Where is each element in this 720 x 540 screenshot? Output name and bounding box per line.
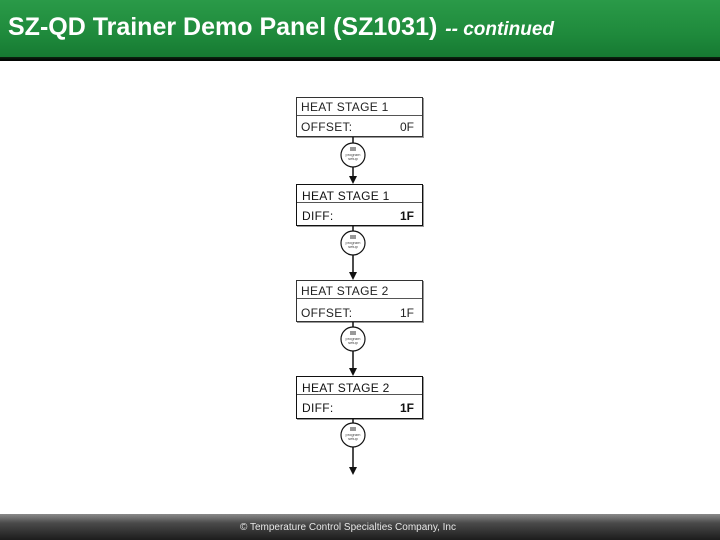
footer-bar [0,514,720,540]
page-title: SZ-QD Trainer Demo Panel (SZ1031) -- cont… [8,12,554,45]
display-row-divider [297,377,422,395]
display-line-2: OFFSET: [301,306,353,320]
display-box-heat-stage-2-diff: HEAT STAGE 2 DIFF: 1F [296,376,423,419]
display-value: 1F [399,306,414,320]
copyright-text: © Temperature Control Specialties Compan… [240,522,456,533]
flow-connector: program setup [338,137,368,184]
program-button-arrow-icon [340,137,366,184]
display-box-heat-stage-2-offset: HEAT STAGE 2 OFFSET: 1F [296,280,423,322]
display-value: 1F [399,209,414,223]
display-row-divider [297,98,422,116]
display-row-divider [297,185,422,203]
flow-connector: program setup [338,419,368,475]
display-box-heat-stage-1-offset: HEAT STAGE 1 OFFSET: 0F [296,97,423,137]
display-value: 1F [399,401,414,415]
display-line-2: OFFSET: [301,120,353,134]
title-underline [0,57,720,61]
display-line-2: DIFF: [302,401,334,415]
page-title-subtitle: -- continued [445,19,554,40]
display-row-divider [297,281,422,299]
program-button-arrow-icon [340,322,366,376]
program-button-arrow-icon [340,419,366,475]
display-line-1: HEAT STAGE 1 [302,189,390,203]
display-line-1: HEAT STAGE 2 [301,284,389,298]
display-line-1: HEAT STAGE 1 [301,100,389,114]
program-setup-button-label: program setup [345,432,361,441]
flow-connector: program setup [338,226,368,280]
display-box-heat-stage-1-diff: HEAT STAGE 1 DIFF: 1F [296,184,423,226]
title-bar [0,0,720,57]
program-setup-button-label: program setup [345,336,361,345]
display-value: 0F [399,120,414,134]
program-setup-button-label: program setup [345,240,361,249]
program-button-arrow-icon [340,226,366,280]
page-title-main: SZ-QD Trainer Demo Panel (SZ1031) [8,13,438,41]
display-line-2: DIFF: [302,209,334,223]
flow-connector: program setup [338,322,368,376]
display-line-1: HEAT STAGE 2 [302,381,390,395]
program-setup-button-label: program setup [345,152,361,161]
